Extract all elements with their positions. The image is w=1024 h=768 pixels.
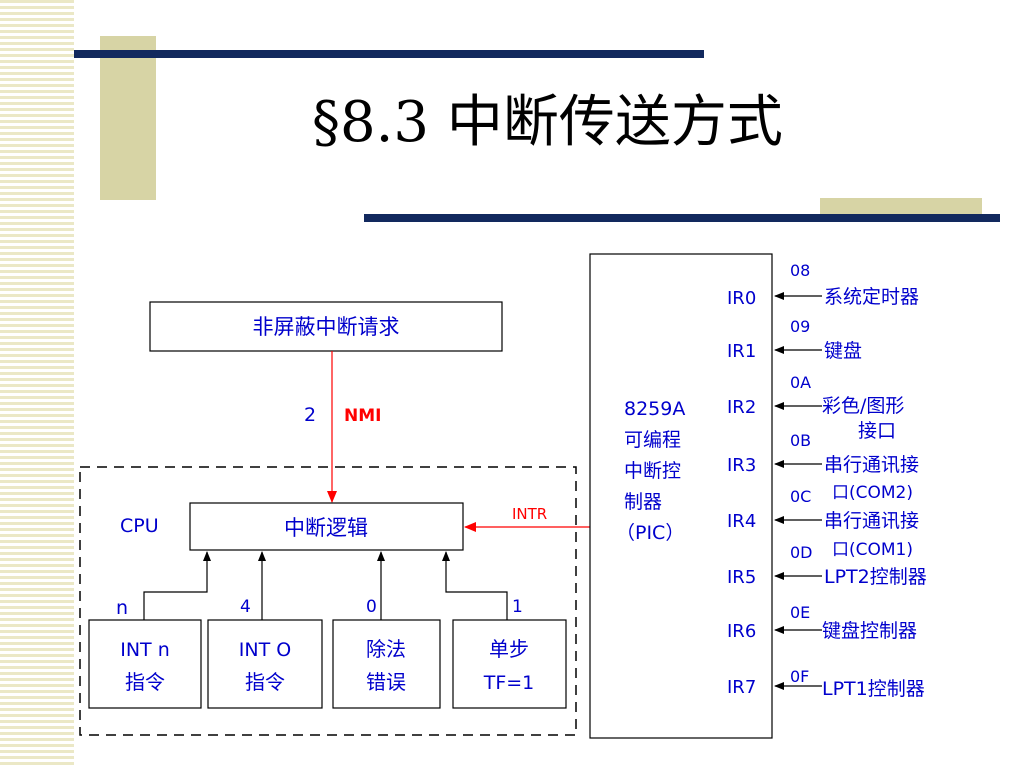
nmi-label: NMI <box>344 406 381 426</box>
vector-code-7: 0F <box>790 667 809 686</box>
device-com2-line2: 口(COM2) <box>832 483 913 503</box>
device-system-timer: 系统定时器 <box>824 286 919 308</box>
irq-arrows <box>774 292 822 690</box>
nmi-request-label: 非屏蔽中断请求 <box>253 315 400 339</box>
vector-codes: 08 09 0A 0B 0C 0D 0E 0F <box>790 261 813 686</box>
source-connector-int-n <box>143 551 211 620</box>
device-com1-line1: 串行通讯接 <box>824 510 919 532</box>
pic-line-interrupt-ctrl: 中断控 <box>624 460 681 482</box>
nmi-request-box <box>149 301 503 352</box>
navy-rule-top <box>74 50 704 58</box>
device-keyboard: 键盘 <box>824 340 862 362</box>
device-graphics-line2: 接口 <box>858 420 896 442</box>
device-keyboard-ctrl: 键盘控制器 <box>822 620 917 642</box>
cpu-boundary <box>79 466 577 736</box>
navy-rule-bottom <box>364 214 1000 222</box>
source-int-o-line2: 指令 <box>245 670 285 694</box>
source-box-int-n <box>88 619 202 709</box>
vector-code-1: 09 <box>790 317 810 336</box>
left-stripe-pattern <box>0 0 74 768</box>
source-type-int-n: n <box>116 597 128 619</box>
source-int-o-line1: INT O <box>239 639 291 661</box>
khaki-block-bottom <box>820 198 982 218</box>
ir-label-3: IR3 <box>727 455 756 476</box>
source-single-step-line1: 单步 <box>489 637 529 661</box>
source-connector-single-step <box>442 551 508 620</box>
pic-labels: 8259A 可编程 中断控 制器 （PIC） <box>616 398 685 544</box>
ir-label-0: IR0 <box>727 288 756 309</box>
device-com1-line2: 口(COM1) <box>832 540 913 560</box>
interrupt-logic-box <box>189 502 464 551</box>
device-lpt2: LPT2控制器 <box>824 566 927 588</box>
source-box-single-step <box>452 619 567 709</box>
ir-pin-labels: IR0 IR1 IR2 IR3 IR4 IR5 IR6 IR7 <box>727 288 756 698</box>
source-box-int-o <box>207 619 323 709</box>
source-type-int-o: 4 <box>240 597 251 617</box>
ir-label-7: IR7 <box>727 677 756 698</box>
intr-label: INTR <box>512 505 547 523</box>
slide-title: §8.3 中断传送方式 <box>312 90 783 155</box>
khaki-block-top <box>100 36 156 200</box>
device-lpt1: LPT1控制器 <box>822 678 925 700</box>
ir-label-2: IR2 <box>727 397 756 418</box>
pic-line-programmable: 可编程 <box>624 429 681 451</box>
source-divide-line1: 除法 <box>366 637 406 661</box>
interrupt-logic-label: 中断逻辑 <box>284 516 368 540</box>
cpu-label: CPU <box>120 515 159 537</box>
ir-label-5: IR5 <box>727 567 756 588</box>
pic-line-controller: 制器 <box>624 491 662 513</box>
source-int-n-line1: INT n <box>120 639 170 661</box>
ir-label-6: IR6 <box>727 621 756 642</box>
pic-line-abbrev: （PIC） <box>616 522 684 544</box>
device-graphics-line1: 彩色/图形 <box>822 395 904 417</box>
vector-code-2: 0A <box>790 373 811 392</box>
vector-code-3: 0B <box>790 431 811 450</box>
vector-code-4: 0C <box>790 487 811 506</box>
source-type-divide: 0 <box>366 597 377 617</box>
source-type-single-step: 1 <box>512 597 523 617</box>
source-int-n-line2: 指令 <box>125 670 165 694</box>
vector-code-0: 08 <box>790 261 810 280</box>
pic-line-model: 8259A <box>624 398 685 420</box>
device-com2-line1: 串行通讯接 <box>824 454 919 476</box>
source-box-divide-error <box>332 619 441 709</box>
source-divide-line2: 错误 <box>366 670 406 694</box>
source-single-step-line2: TF=1 <box>483 672 535 694</box>
nmi-number: 2 <box>304 404 316 426</box>
vector-code-5: 0D <box>790 543 813 562</box>
ir-label-4: IR4 <box>727 511 756 532</box>
pic-box <box>589 253 773 739</box>
vector-code-6: 0E <box>790 603 810 622</box>
device-labels: 系统定时器 键盘 彩色/图形 接口 串行通讯接 口(COM2) 串行通讯接 口(… <box>822 286 927 700</box>
ir-label-1: IR1 <box>727 341 756 362</box>
